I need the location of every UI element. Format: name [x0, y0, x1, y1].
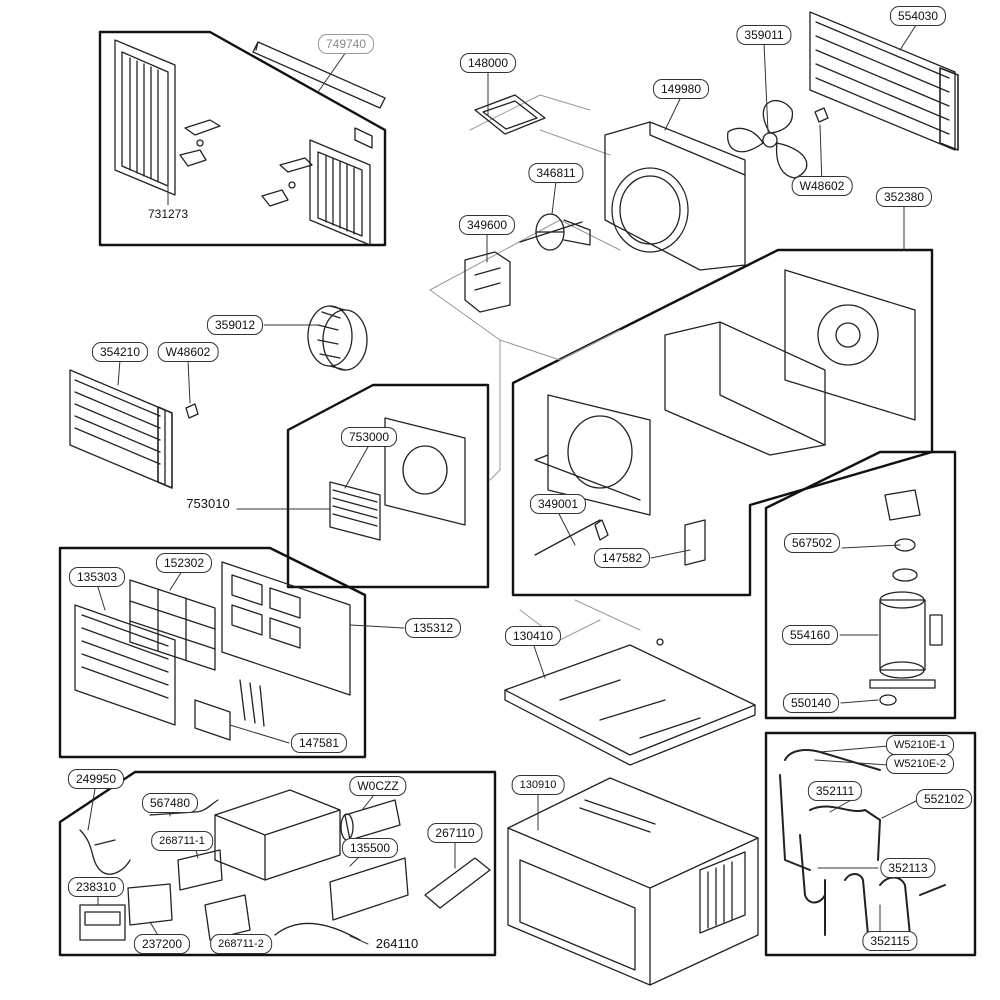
- part-label-147581: 147581: [290, 733, 348, 753]
- part-label-268711-1: 268711-1: [151, 831, 213, 851]
- thermistor-567480: [149, 799, 219, 816]
- pcb-268711-2: [204, 894, 251, 941]
- overload-protector: [884, 489, 921, 582]
- fan-shroud-149980: [604, 121, 746, 271]
- part-label-267110: 267110: [427, 823, 483, 843]
- part-label-554030: 554030: [889, 6, 947, 26]
- drain-pan-349001: [534, 519, 609, 556]
- bracket-147582: [684, 519, 706, 566]
- display-panel-238310: [79, 904, 126, 941]
- part-label-359011: 359011: [736, 25, 792, 45]
- part-label-149980: 149980: [652, 79, 710, 99]
- part-label-135303: 135303: [68, 567, 126, 587]
- group-frame-front-grille: [58, 546, 367, 759]
- part-label-135500: 135500: [341, 838, 399, 858]
- fan-motor-346811: [519, 213, 591, 251]
- side-curtain-left: [114, 39, 176, 196]
- display-cover-135500: [329, 857, 409, 921]
- group-frame-refrigerant-tubes: [764, 731, 977, 957]
- fan-blade-359011: [727, 100, 808, 179]
- part-label-w48602-left: W48602: [157, 342, 219, 362]
- part-label-268711-2: 268711-2: [210, 934, 272, 954]
- part-label-731273: 731273: [147, 207, 189, 221]
- wire-264110: [274, 922, 361, 941]
- part-label-249950: 249950: [67, 769, 125, 789]
- group-frame-evaporator-housing: [511, 248, 934, 597]
- part-label-152302: 152302: [155, 553, 213, 573]
- part-label-749740: 749740: [317, 34, 375, 54]
- remote-control-267110: [424, 857, 491, 909]
- control-box: [214, 789, 341, 881]
- part-label-w5210e-1: W5210E-1: [886, 735, 954, 755]
- clip-w48602-top: [814, 107, 829, 123]
- heater-plate-753000: [384, 417, 466, 526]
- front-grille-135312: [221, 561, 351, 696]
- orifice-frame: [534, 394, 651, 516]
- cabinet-130910: [507, 777, 759, 986]
- part-label-264110: 264110: [375, 936, 419, 951]
- blower-wheel-359012: [307, 305, 368, 371]
- part-label-w48602-top: W48602: [791, 176, 853, 196]
- control-pcb-237200: [127, 883, 173, 926]
- part-label-w5210e-2: W5210E-2: [886, 754, 954, 774]
- top-rail: [252, 41, 386, 109]
- motor-bracket-349600: [464, 251, 511, 313]
- part-label-567502: 567502: [783, 533, 841, 553]
- part-label-753010: 753010: [186, 496, 230, 511]
- part-label-552102: 552102: [915, 789, 973, 809]
- pcb-268711-1: [177, 849, 223, 891]
- front-panel-135303: [74, 604, 176, 726]
- part-label-349001: 349001: [529, 494, 587, 514]
- leader-lines: [87, 21, 919, 945]
- part-label-550140: 550140: [782, 693, 840, 713]
- part-label-237200: 237200: [133, 934, 191, 954]
- air-guide-352380: [784, 269, 916, 421]
- part-label-130910: 130910: [511, 775, 565, 795]
- part-label-238310: 238310: [67, 877, 125, 897]
- part-label-135312: 135312: [404, 618, 462, 638]
- group-frame-compressor: [764, 450, 957, 720]
- part-label-352380: 352380: [875, 187, 933, 207]
- wire-harness-249950: [79, 829, 131, 875]
- clip-w48602-left: [185, 403, 199, 419]
- part-label-346811: 346811: [528, 163, 584, 183]
- louvers-147581: [194, 679, 265, 741]
- part-label-352115: 352115: [862, 931, 918, 951]
- refrigerant-tubes: [779, 749, 946, 936]
- part-label-147582: 147582: [593, 548, 651, 568]
- compressor-554160: [869, 591, 943, 689]
- part-label-349600: 349600: [458, 215, 516, 235]
- mounting-brackets: [179, 119, 313, 207]
- grommet-550140: [879, 694, 897, 706]
- condenser-coil-554030: [809, 11, 959, 151]
- group-frame-top-left: [98, 30, 387, 247]
- scroll-housing: [664, 321, 826, 456]
- part-label-753000: 753000: [340, 427, 398, 447]
- air-filter-152302: [129, 579, 216, 671]
- part-label-354210: 354210: [91, 342, 149, 362]
- part-label-567480: 567480: [141, 793, 199, 813]
- side-curtain-right: [309, 127, 373, 246]
- part-label-w0czz: W0CZZ: [349, 776, 407, 796]
- part-label-554160: 554160: [781, 625, 839, 645]
- part-label-352113: 352113: [880, 858, 936, 878]
- part-label-148000: 148000: [459, 53, 517, 73]
- evaporator-coil-354210: [69, 369, 173, 489]
- bracket-plate-148000: [474, 94, 546, 135]
- part-label-130410: 130410: [504, 626, 562, 646]
- capacitor-w0czz: [340, 799, 401, 841]
- base-pan-130410: [504, 638, 756, 766]
- heater-element-753010: [329, 481, 381, 541]
- part-label-352111: 352111: [807, 781, 863, 801]
- part-label-359012: 359012: [206, 315, 264, 335]
- group-frame-heater: [286, 383, 490, 589]
